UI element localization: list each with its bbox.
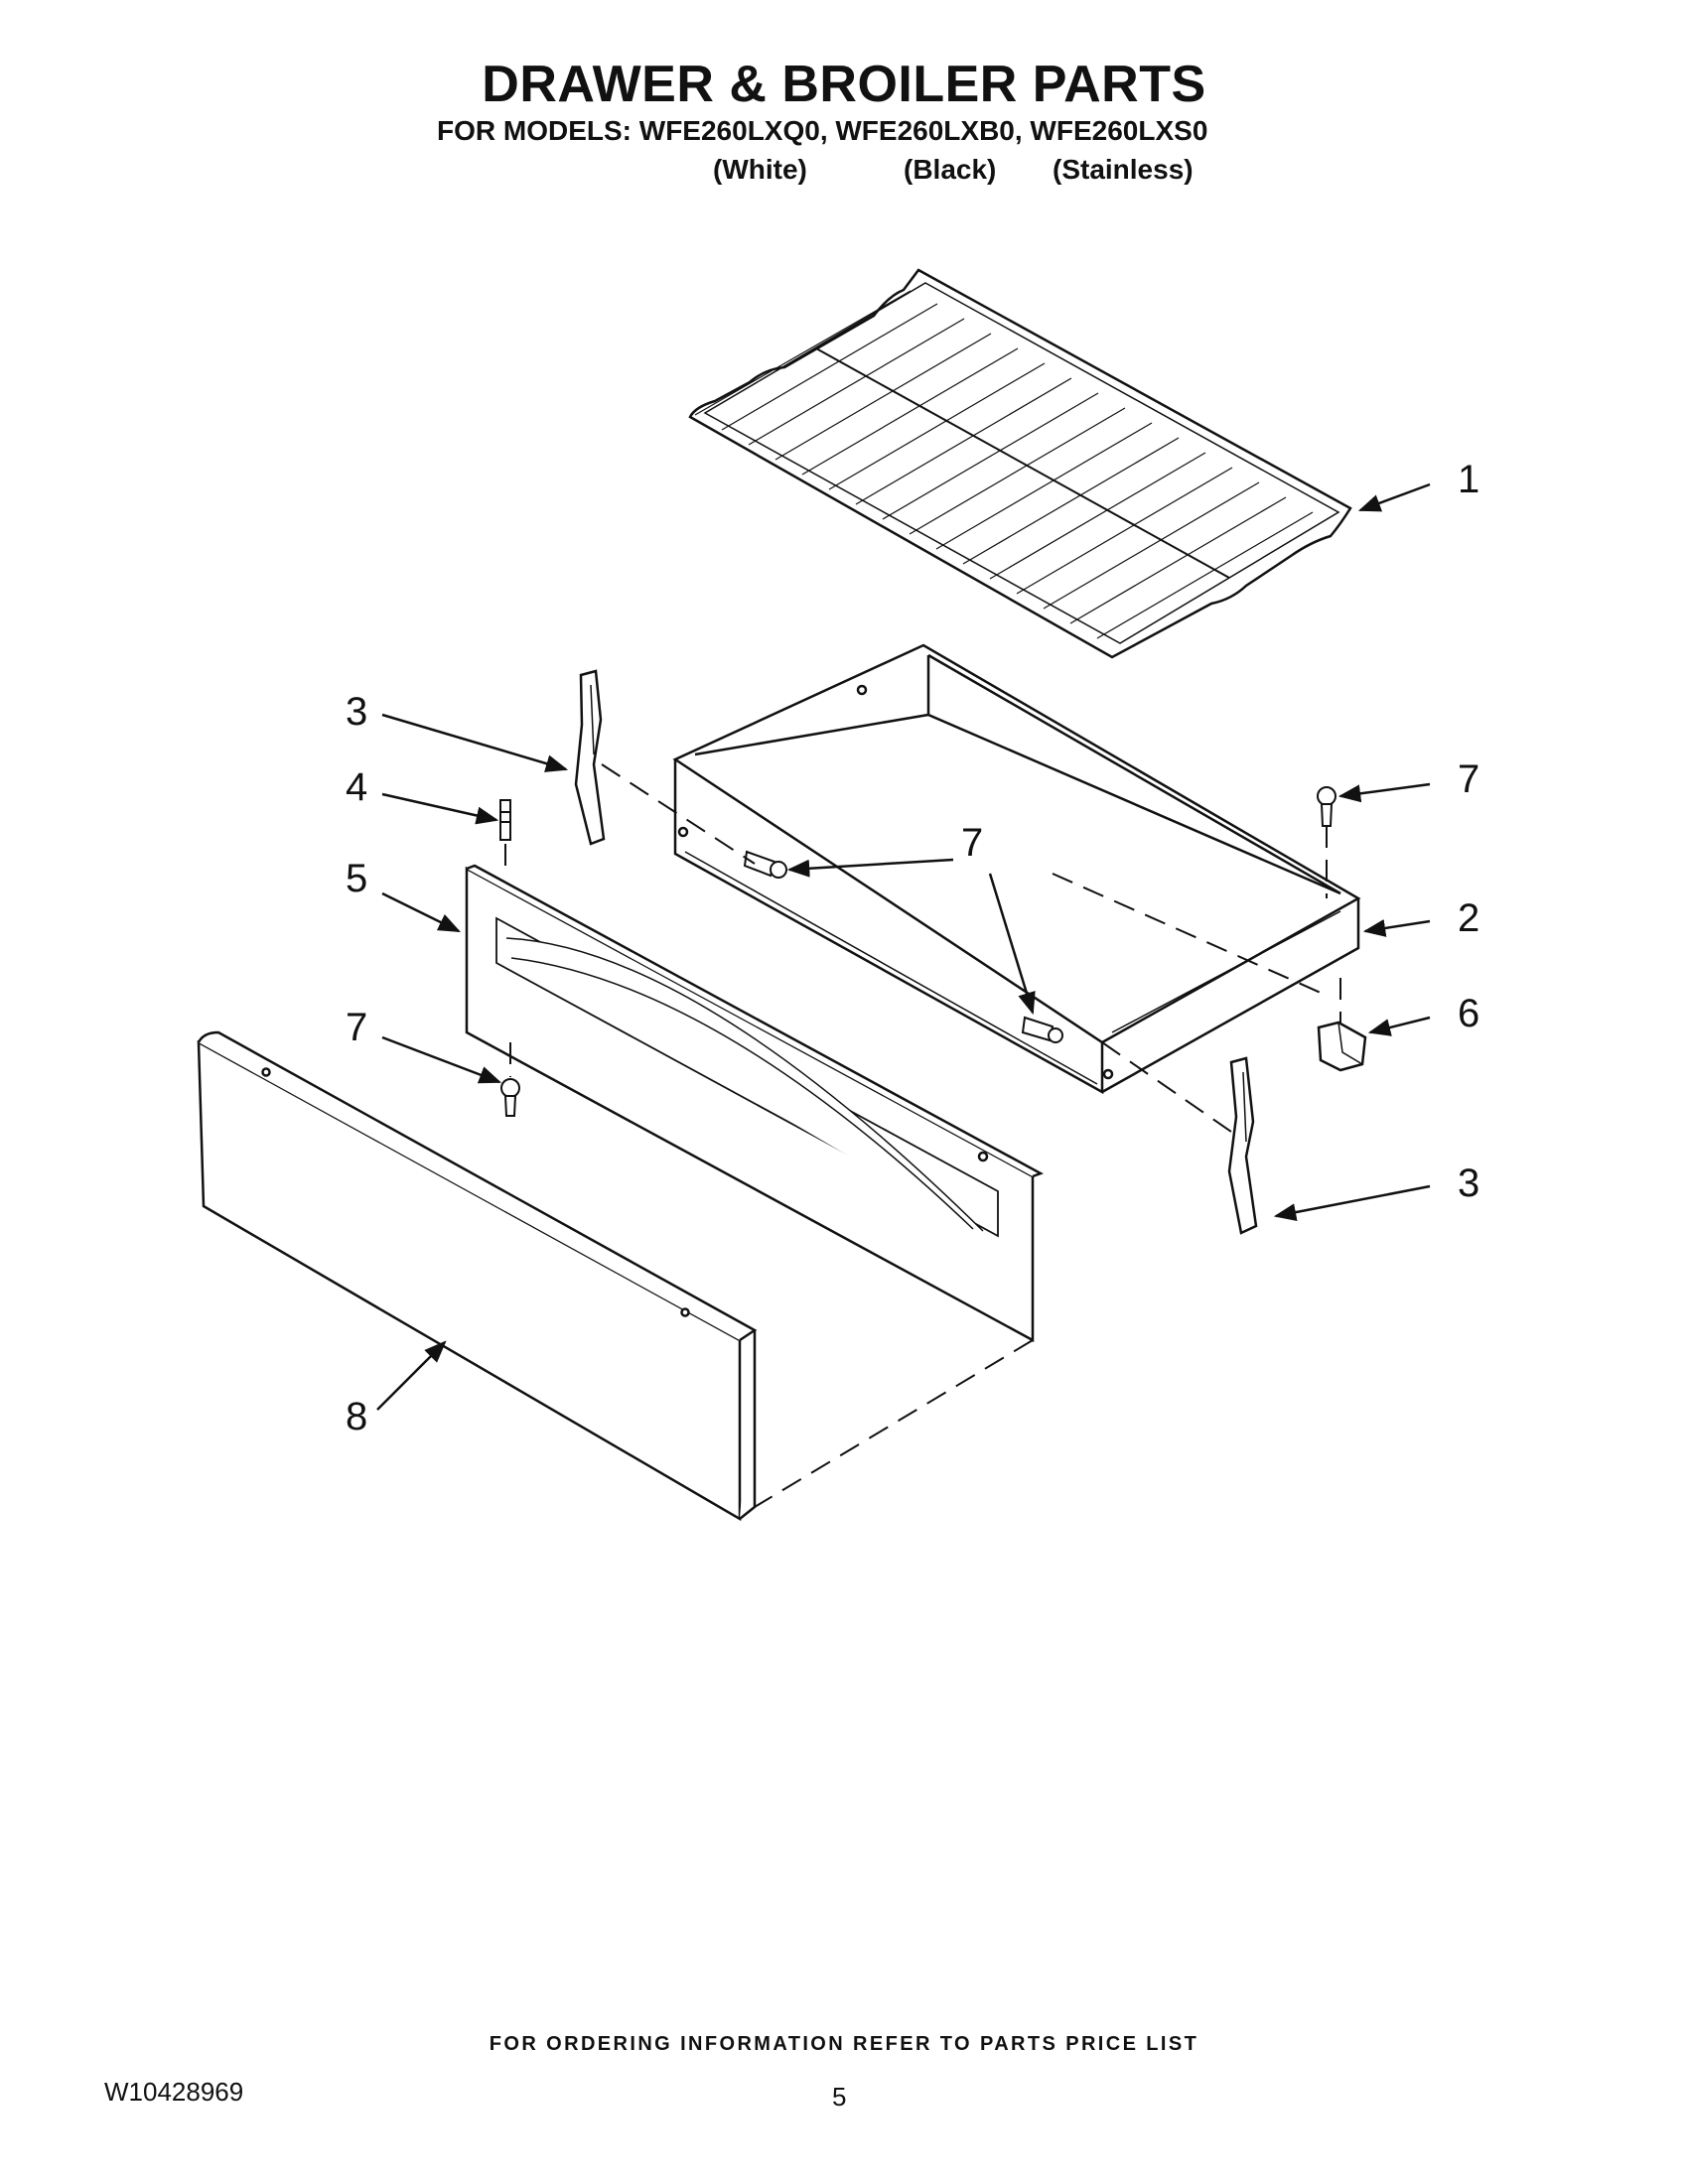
callout-4: 4: [346, 765, 367, 809]
callout-3-left: 3: [346, 690, 367, 734]
drawer-pin: [499, 799, 511, 841]
drawer-clip: [1317, 1021, 1367, 1072]
screw-drawer-upper: [743, 850, 787, 879]
drawer-front-inner-panel: [465, 864, 1045, 1343]
drawer-slide-left: [574, 669, 606, 846]
callout-7-center: 7: [961, 821, 983, 865]
callout-1: 1: [1458, 458, 1479, 501]
ordering-note: FOR ORDERING INFORMATION REFER TO PARTS …: [489, 2033, 1199, 2055]
callout-6: 6: [1458, 992, 1479, 1035]
callout-2: 2: [1458, 896, 1479, 940]
color-white: (White): [713, 154, 807, 185]
page-title: DRAWER & BROILER PARTS: [482, 56, 1206, 113]
color-black: (Black): [904, 154, 997, 185]
drawer-front-outer-panel: [197, 1030, 758, 1522]
screw-drawer-lower: [1021, 1016, 1063, 1043]
alignment-lines: [504, 763, 1341, 1508]
broiler-rack: [688, 268, 1352, 659]
document-number: W10428969: [104, 2077, 244, 2107]
callout-3-right: 3: [1458, 1161, 1479, 1205]
callout-8: 8: [346, 1395, 367, 1438]
color-stainless: (Stainless): [1053, 154, 1194, 185]
callout-5: 5: [346, 857, 367, 900]
screw-rear: [1317, 786, 1336, 827]
drawer-tray: [672, 643, 1361, 1095]
callout-7-left: 7: [346, 1006, 367, 1049]
screw-front-panel: [500, 1078, 520, 1117]
model-colors: (White) (Black) (Stainless): [0, 154, 1688, 194]
callout-leaders: [376, 482, 1431, 1411]
models-line: FOR MODELS: WFE260LXQ0, WFE260LXB0, WFE2…: [437, 115, 1208, 146]
callout-7-right: 7: [1458, 757, 1479, 801]
page-number: 5: [832, 2082, 847, 2112]
drawer-slide-right: [1227, 1056, 1258, 1235]
